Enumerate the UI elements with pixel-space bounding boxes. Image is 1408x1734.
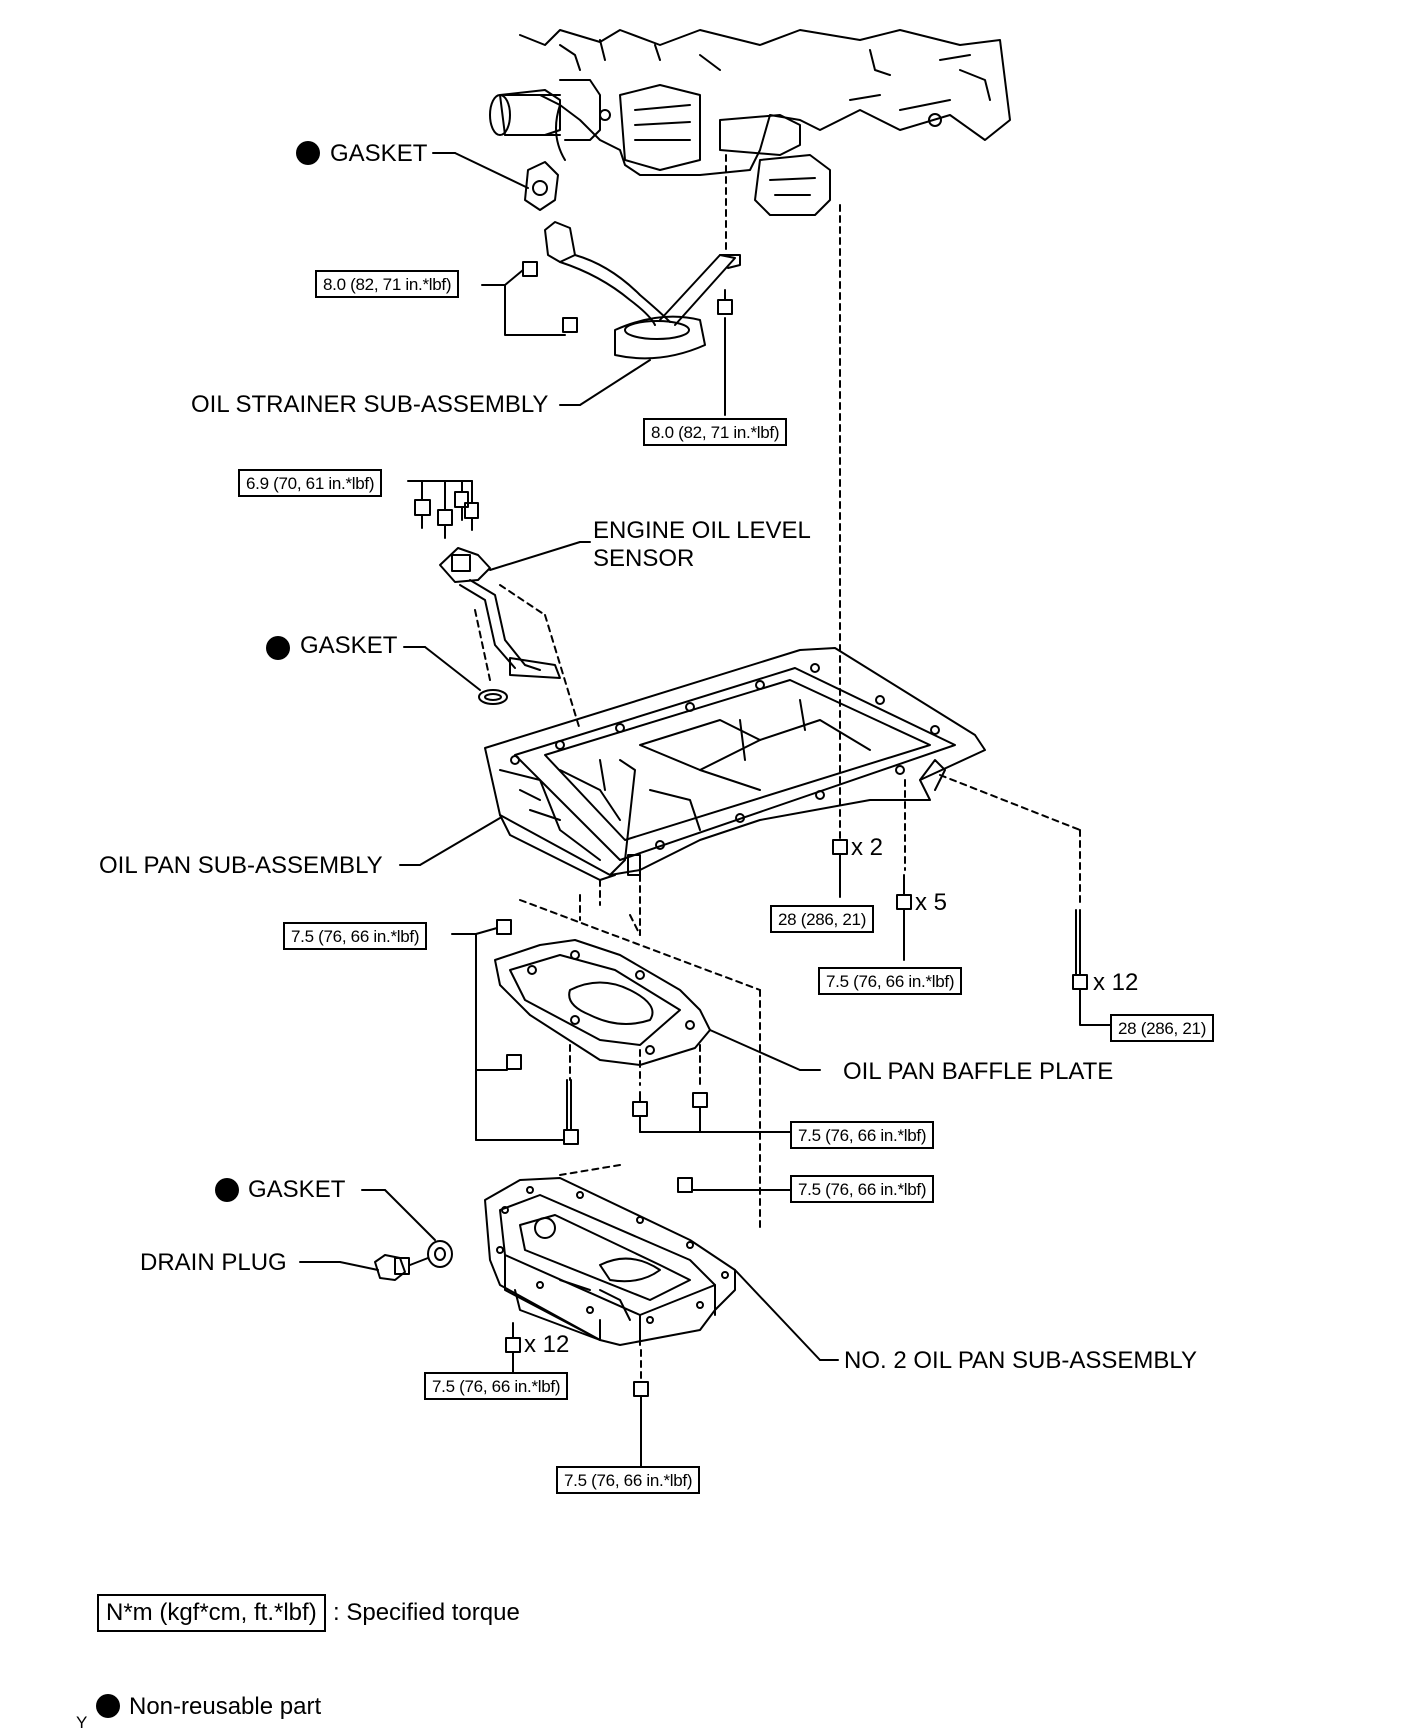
drain-gasket-part <box>427 1240 453 1268</box>
legend-nonreusable-text: Non-reusable part <box>129 1693 322 1720</box>
nonreusable-marker <box>266 636 290 660</box>
no2-oil-pan-part <box>484 1177 736 1346</box>
oil-strainer-part <box>544 221 741 360</box>
oil-pan-bolts <box>1072 909 1088 990</box>
qty-no2-pan-bolts: x 12 <box>524 1331 570 1358</box>
torque-oil-pan-studs: 7.5 (76, 66 in.*lbf) <box>818 967 963 995</box>
nonreusable-marker <box>296 141 320 165</box>
strainer-nuts <box>522 261 578 333</box>
corner-mark: Y <box>76 1713 88 1732</box>
oil-pan-baffle-plate-label: OIL PAN BAFFLE PLATE <box>843 1058 1114 1085</box>
qty-oil-pan-bolts: x 12 <box>1093 969 1139 996</box>
torque-no2-pan-top-nut: 7.5 (76, 66 in.*lbf) <box>790 1175 935 1203</box>
no2-oil-pan-label: NO. 2 OIL PAN SUB-ASSEMBLY <box>844 1347 1197 1374</box>
torque-baffle-right: 7.5 (76, 66 in.*lbf) <box>790 1121 935 1149</box>
torque-oil-pan-nuts: 28 (286, 21) <box>770 905 875 933</box>
nonreusable-marker <box>96 1694 120 1718</box>
baffle-left-nuts <box>496 919 579 1145</box>
oil-strainer-label: OIL STRAINER SUB-ASSEMBLY <box>191 391 549 418</box>
strainer-bolt <box>717 289 733 315</box>
no2-pan-top-nut <box>677 1177 693 1193</box>
legend-torque-text: : Specified torque <box>333 1599 520 1626</box>
engine-oil-level-sensor-label: ENGINE OIL LEVEL SENSOR <box>593 517 811 572</box>
torque-no2-pan-bolts: 7.5 (76, 66 in.*lbf) <box>424 1372 569 1400</box>
qty-oil-pan-studs: x 5 <box>915 889 948 916</box>
engine-block-illustration <box>489 29 1011 216</box>
torque-baffle-left: 7.5 (76, 66 in.*lbf) <box>283 922 428 950</box>
oil-pan-studs <box>896 874 912 910</box>
torque-oil-pan-bolts: 28 (286, 21) <box>1110 1014 1215 1042</box>
oil-pan-part <box>484 647 986 881</box>
drain-plug-label: DRAIN PLUG <box>140 1249 287 1276</box>
drain-plug-part <box>374 1254 410 1281</box>
qty-oil-pan-nuts: x 2 <box>851 834 884 861</box>
oil-pan-nuts <box>832 839 848 855</box>
torque-no2-pan-bottom-nut: 7.5 (76, 66 in.*lbf) <box>556 1466 701 1494</box>
sensor-gasket-part <box>478 689 508 705</box>
gasket-label-middle: GASKET <box>300 632 398 659</box>
gasket-label-top: GASKET <box>330 140 428 167</box>
no2-pan-bottom-nut <box>633 1381 649 1397</box>
nonreusable-marker <box>215 1178 239 1202</box>
torque-sensor-bolts: 6.9 (70, 61 in.*lbf) <box>238 469 383 497</box>
torque-strainer-nuts: 8.0 (82, 71 in.*lbf) <box>315 270 460 298</box>
strainer-gasket-part <box>524 161 559 211</box>
baffle-right-nuts <box>632 1091 708 1117</box>
legend-torque-box: N*m (kgf*cm, ft.*lbf) <box>97 1594 326 1632</box>
oil-level-sensor-part <box>439 547 561 679</box>
gasket-label-bottom: GASKET <box>248 1176 346 1203</box>
torque-strainer-bolt: 8.0 (82, 71 in.*lbf) <box>643 418 788 446</box>
oil-pan-label: OIL PAN SUB-ASSEMBLY <box>99 852 383 879</box>
no2-pan-bolts <box>505 1322 521 1353</box>
sensor-bolts <box>414 491 479 539</box>
